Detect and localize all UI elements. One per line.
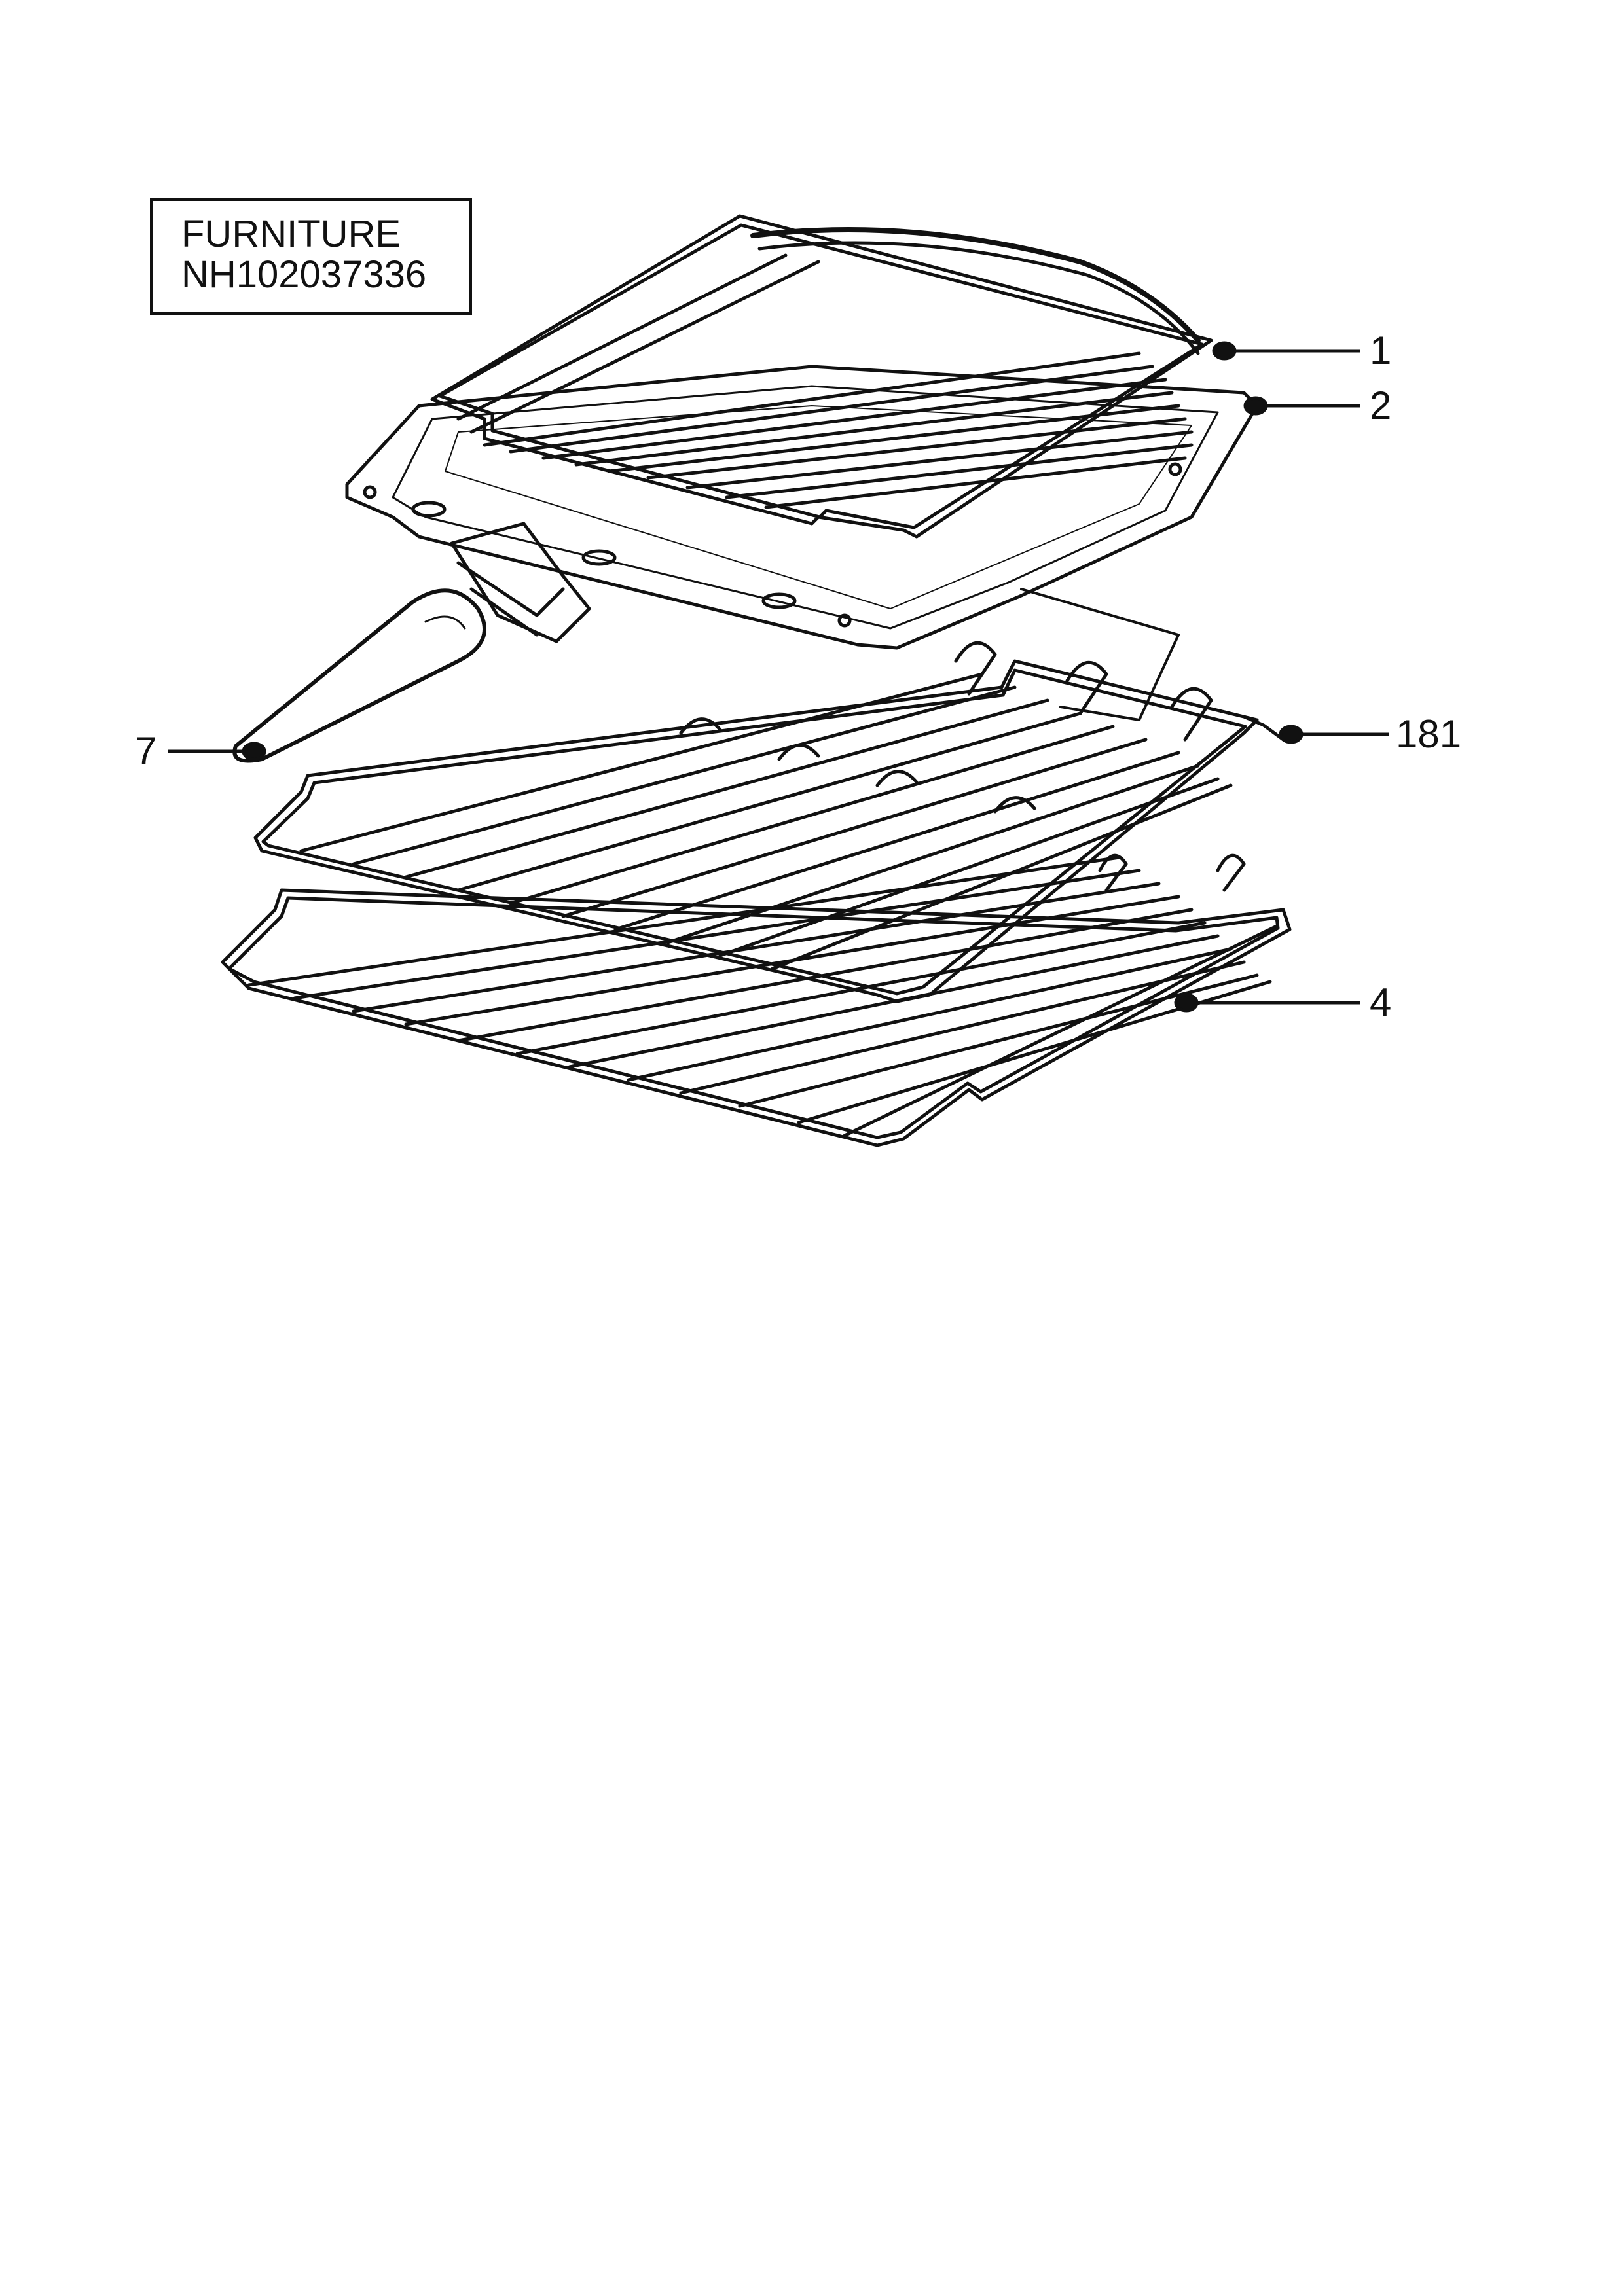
- leader-dot-1: [1212, 341, 1237, 361]
- callout-4: 4: [1370, 980, 1392, 1024]
- leader-dot-7: [242, 742, 266, 761]
- callout-2: 2: [1370, 384, 1392, 427]
- leader-dot-4: [1174, 993, 1199, 1013]
- grill-pan: [345, 365, 1259, 650]
- grill-pan-handle: [232, 522, 591, 763]
- title-part-number: NH102037336: [181, 253, 427, 296]
- callout-1: 1: [1370, 329, 1392, 372]
- baking-tray: [1020, 588, 1180, 721]
- wire-rack-middle: [253, 641, 1285, 1003]
- leader-dot-181: [1279, 725, 1304, 744]
- wire-shelf-bottom: [221, 853, 1292, 1147]
- title-box: FURNITURE NH102037336: [150, 198, 472, 315]
- leader-dot-2: [1243, 396, 1268, 416]
- callout-181: 181: [1396, 712, 1462, 756]
- shelf-grid: [430, 214, 1213, 539]
- callout-7: 7: [135, 729, 157, 773]
- title-furniture: FURNITURE: [181, 213, 401, 255]
